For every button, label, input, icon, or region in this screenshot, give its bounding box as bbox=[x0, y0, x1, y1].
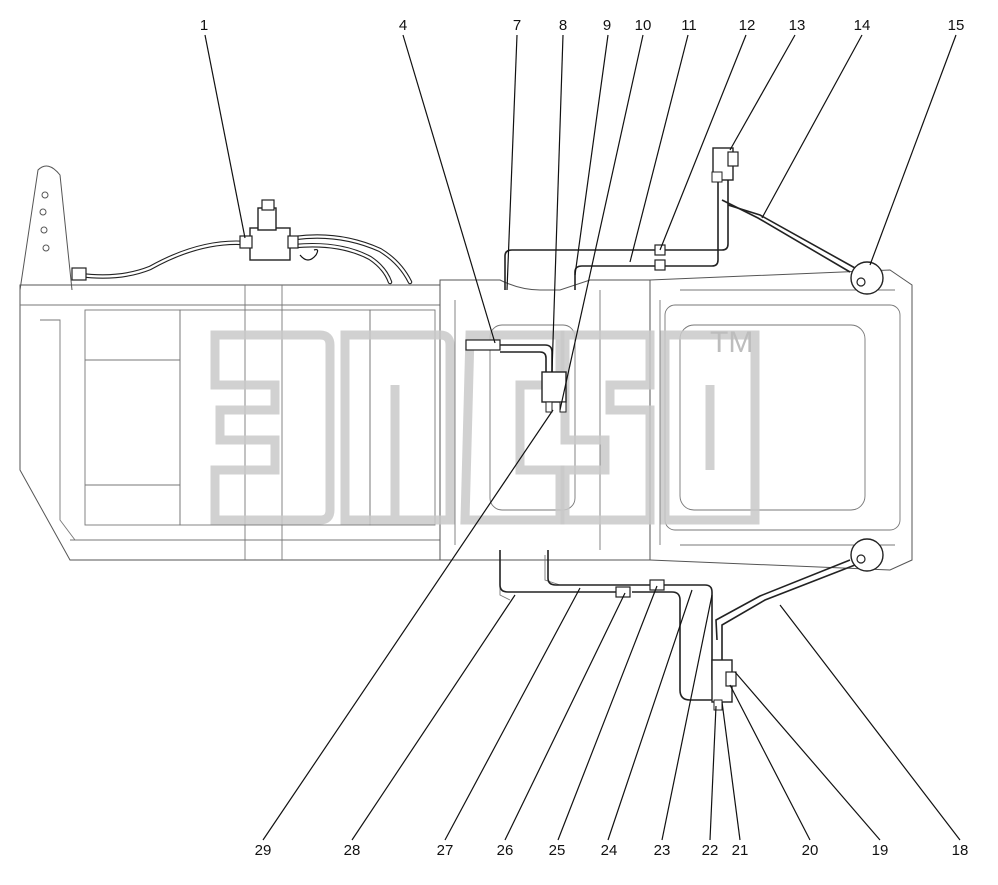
callout-7: 7 bbox=[513, 17, 521, 34]
callout-24: 24 bbox=[601, 842, 618, 859]
watermark-logo: TM bbox=[210, 326, 760, 525]
callout-9: 9 bbox=[603, 17, 611, 34]
callout-25: 25 bbox=[549, 842, 566, 859]
callout-13: 13 bbox=[789, 17, 806, 34]
cylinder-eye-bottom-18 bbox=[850, 538, 884, 572]
callout-21: 21 bbox=[732, 842, 749, 859]
callout-26: 26 bbox=[497, 842, 514, 859]
valve-block-1 bbox=[71, 199, 319, 281]
callout-28: 28 bbox=[344, 842, 361, 859]
callout-14: 14 bbox=[854, 17, 871, 34]
hydraulic-lines bbox=[77, 180, 856, 701]
callout-12: 12 bbox=[739, 17, 756, 34]
callout-20: 20 bbox=[802, 842, 819, 859]
cylinder-eye-top-15 bbox=[850, 261, 884, 295]
callout-8: 8 bbox=[559, 17, 567, 34]
callout-27: 27 bbox=[437, 842, 454, 859]
callout-11: 11 bbox=[681, 17, 697, 34]
valve-top-right-13 bbox=[711, 147, 739, 183]
callout-10: 10 bbox=[635, 17, 652, 34]
callout-15: 15 bbox=[948, 17, 965, 34]
callout-19: 19 bbox=[872, 842, 889, 859]
trademark-mark: TM bbox=[710, 326, 753, 359]
callout-18: 18 bbox=[952, 842, 969, 859]
callout-labels: 1 4 7 8 9 10 11 12 13 14 15 29 28 27 26 … bbox=[200, 17, 969, 859]
fitting-block-8 bbox=[465, 339, 567, 413]
leader-lines bbox=[204, 34, 961, 841]
callout-23: 23 bbox=[654, 842, 671, 859]
callout-1: 1 bbox=[200, 17, 208, 34]
callout-22: 22 bbox=[702, 842, 719, 859]
callout-4: 4 bbox=[399, 17, 407, 34]
callout-29: 29 bbox=[255, 842, 272, 859]
valve-bottom-right-21 bbox=[615, 579, 737, 711]
